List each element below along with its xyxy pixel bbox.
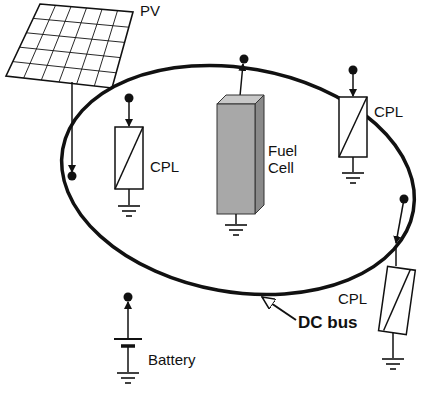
cpl-label: CPL	[374, 103, 403, 120]
ground-symbol	[117, 373, 139, 383]
bus-node	[124, 293, 133, 302]
cpl-feed	[352, 70, 354, 96]
pv-grid-line	[33, 18, 129, 27]
fuel-cell-label: Fuel Cell	[268, 142, 304, 176]
pv-grid-line	[26, 33, 124, 43]
bus-node	[68, 172, 77, 181]
fuel-cell-feed	[240, 64, 243, 96]
pv-grid-line	[94, 11, 117, 86]
pv-label: PV	[140, 2, 160, 19]
ground-symbol	[382, 359, 404, 369]
ground-symbol	[225, 225, 247, 235]
cpl-feed	[128, 98, 130, 126]
pv-grid-line	[13, 62, 116, 73]
cpl-feed	[395, 245, 397, 266]
battery-label: Battery	[148, 351, 196, 368]
pv-feed	[71, 82, 73, 172]
cpl-symbol	[379, 266, 416, 358]
leader-arrow	[262, 297, 296, 320]
cpl-symbol	[339, 97, 367, 172]
ground-symbol	[342, 173, 364, 183]
pv-panel	[6, 4, 133, 88]
ground-symbol	[118, 206, 140, 216]
pv-grid-line	[59, 8, 87, 82]
pv-grid-line	[20, 47, 121, 57]
pv-grid-line	[41, 7, 71, 80]
dc-bus	[43, 39, 432, 321]
fuel-cell-box	[217, 95, 264, 224]
cpl-symbol	[115, 127, 143, 205]
battery-symbol	[114, 339, 142, 372]
cpl-label: CPL	[150, 158, 179, 175]
cpl-label: CPL	[338, 290, 367, 307]
pv-grid-line	[24, 5, 56, 78]
battery-feed	[127, 302, 129, 338]
cpl-feed	[396, 199, 404, 243]
bus-node	[240, 55, 249, 64]
bus-label: DC bus	[298, 314, 358, 331]
